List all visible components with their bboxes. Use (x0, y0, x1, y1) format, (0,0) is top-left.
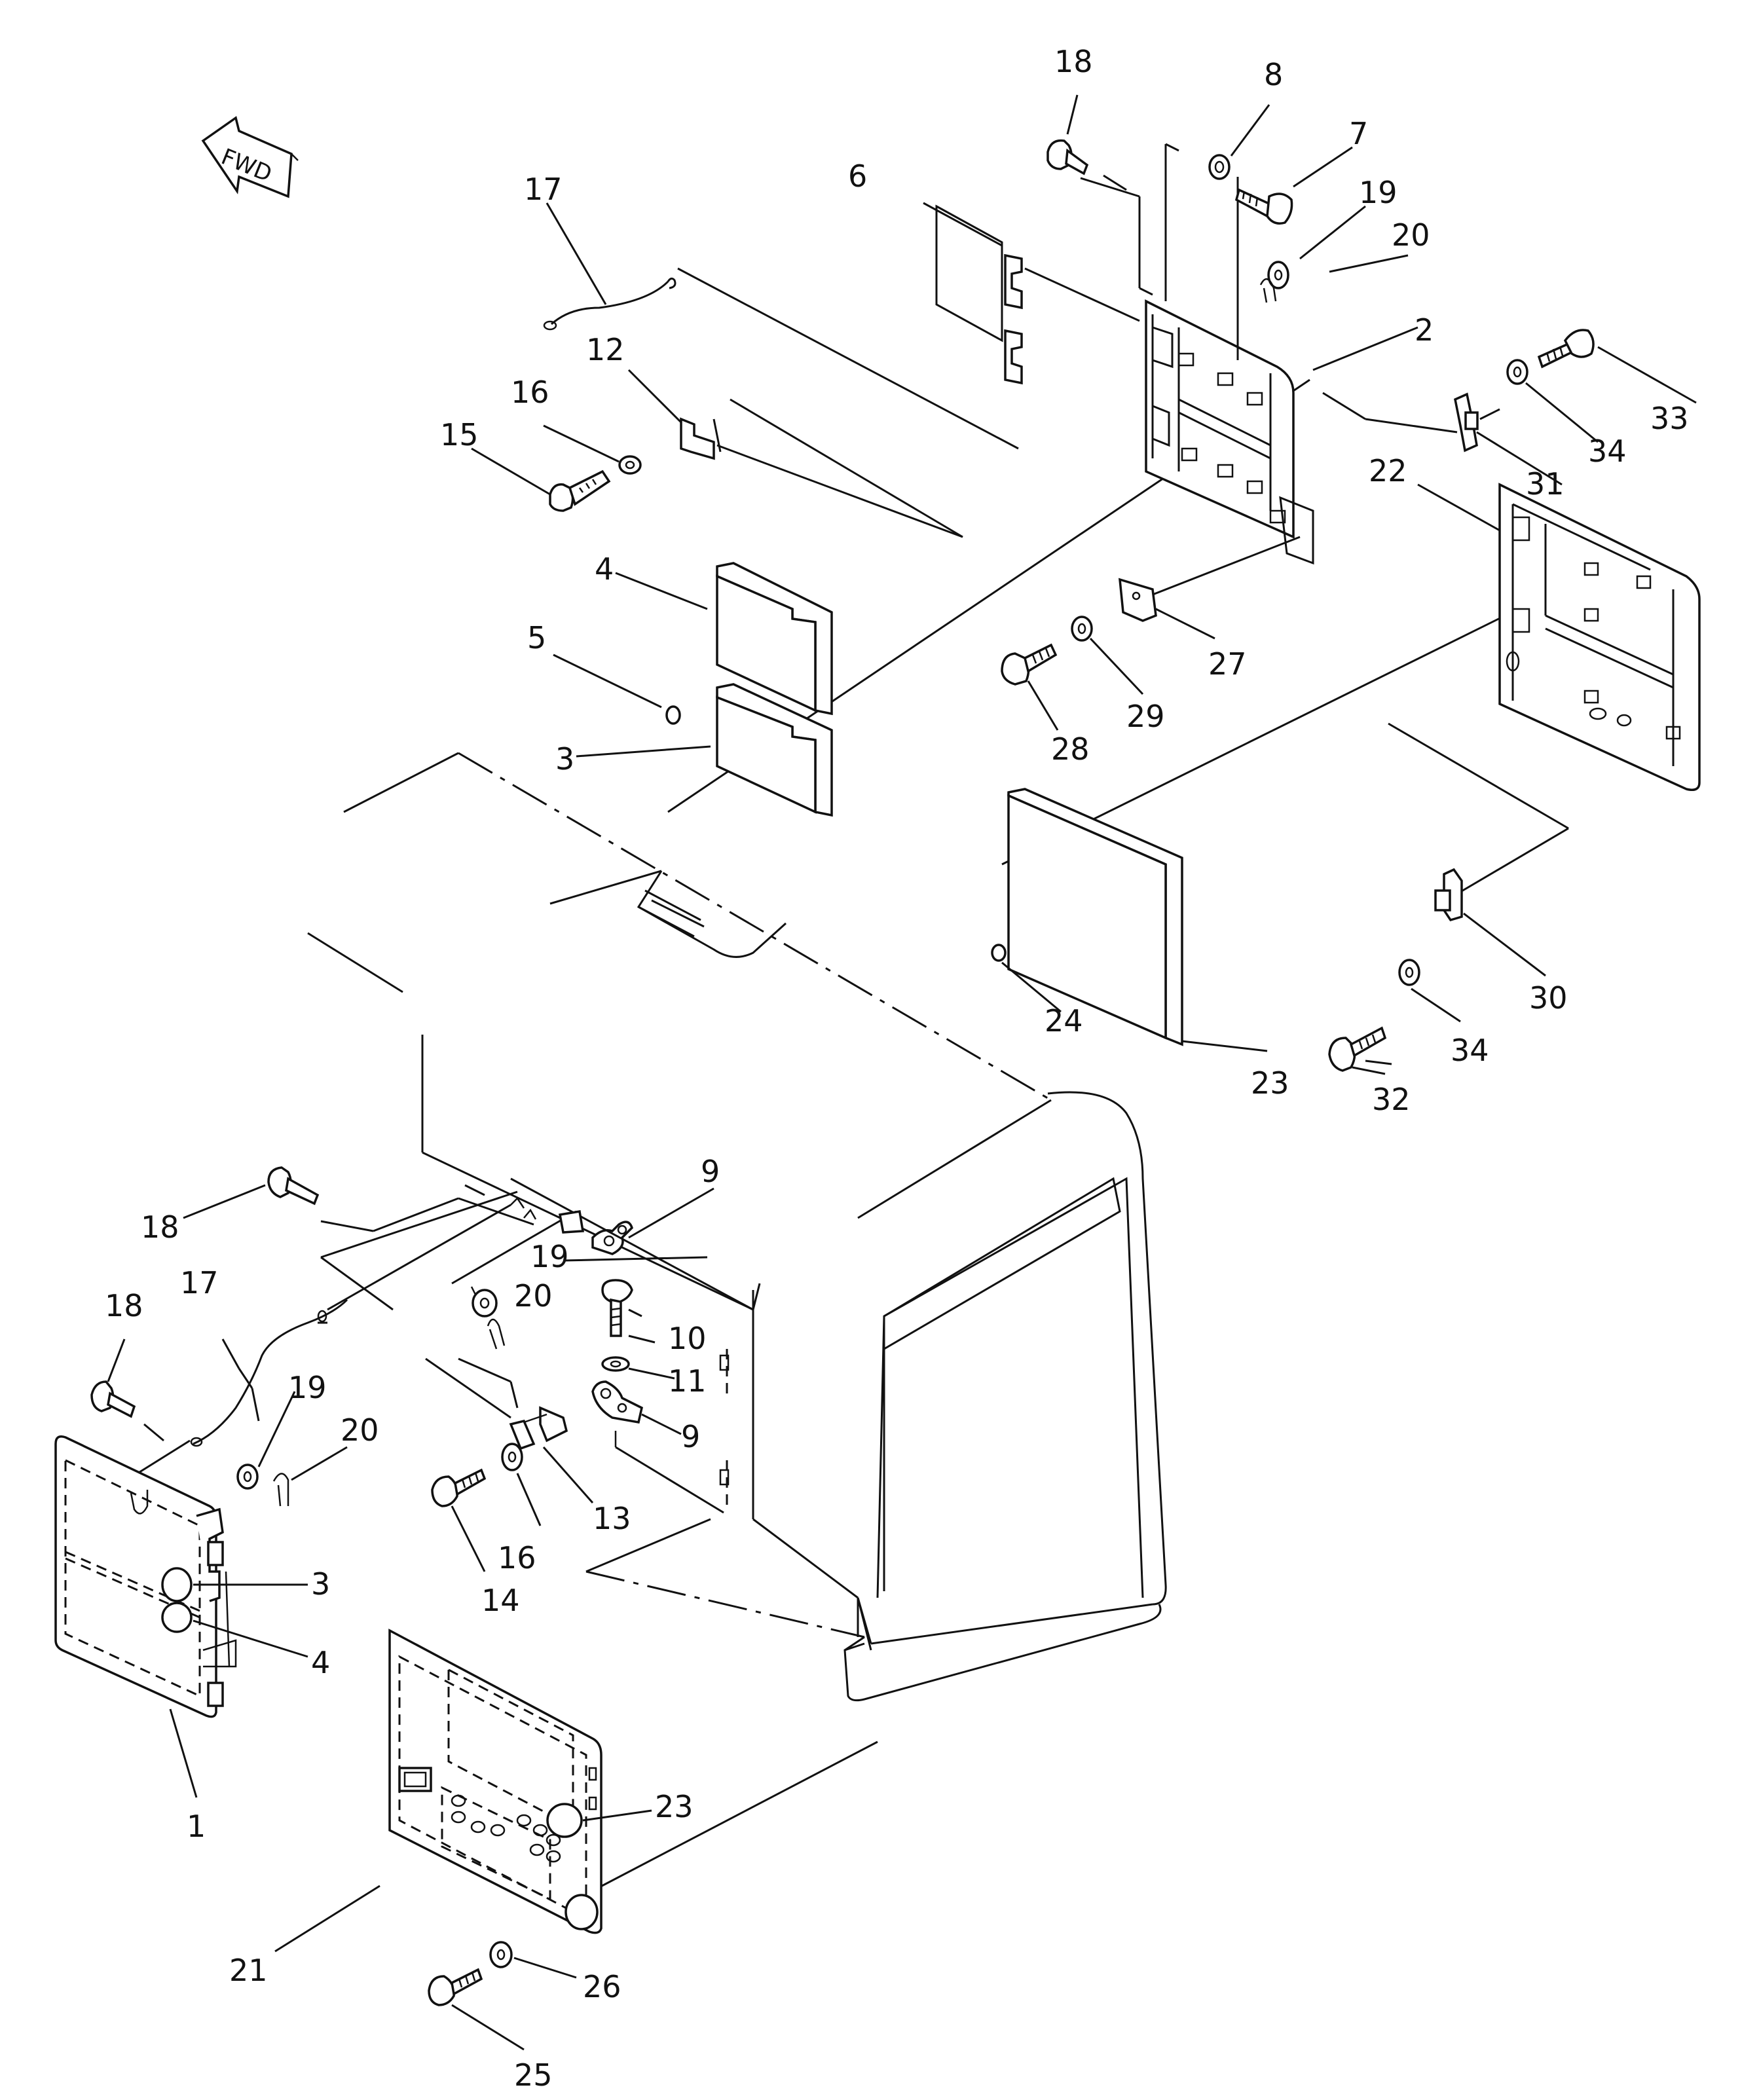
callout-26: 26 (583, 1969, 621, 2004)
callout-1: 1 (187, 1809, 206, 1844)
washer-11 (601, 1356, 630, 1372)
callout-29: 29 (1126, 699, 1165, 734)
callout-20: 20 (1392, 217, 1430, 253)
plate-27 (1118, 578, 1157, 622)
part-6-clips (935, 204, 1140, 385)
bolt-7 (1234, 188, 1293, 225)
callout-13: 13 (593, 1501, 631, 1536)
callout-28: 28 (1051, 731, 1090, 767)
door-1 (54, 1435, 237, 1718)
callout-9-lower: 9 (681, 1419, 700, 1454)
callout-19-mid: 19 (530, 1239, 569, 1274)
bolt-28 (1001, 643, 1058, 686)
bolt-15 (549, 470, 611, 512)
bracket-13 (509, 1406, 568, 1450)
callout-21: 21 (229, 1953, 268, 1988)
callout-18-left: 18 (105, 1288, 143, 1323)
callout-2: 2 (1415, 312, 1434, 348)
callout-16-lower: 16 (498, 1540, 536, 1575)
washer-29 (1071, 616, 1093, 642)
leader-lines (107, 94, 1697, 2051)
pin-20-mid (487, 1318, 506, 1350)
pin-20-top (1259, 278, 1277, 303)
callout-4-door: 4 (311, 1645, 330, 1680)
callout-31: 31 (1526, 466, 1565, 502)
callout-32: 32 (1372, 1082, 1411, 1117)
washer-34-lower (1398, 959, 1420, 986)
callout-23: 23 (1251, 1065, 1289, 1101)
bolt-18-top (1046, 139, 1127, 191)
washer-16-lower (501, 1443, 523, 1471)
panel-2-frame (1080, 143, 1458, 597)
callout-34-lower: 34 (1451, 1033, 1489, 1068)
callout-27: 27 (1208, 646, 1247, 682)
bolt-10 (601, 1279, 633, 1337)
pad-23-right (1007, 788, 1183, 1046)
fwd-arrow-icon: FWD (201, 116, 299, 198)
callout-18: 18 (1054, 44, 1093, 79)
callout-3-door: 3 (311, 1566, 330, 1602)
bolt-33 (1537, 329, 1595, 369)
main-cover-body (307, 752, 1167, 1702)
callout-19: 19 (1359, 175, 1398, 210)
callout-34: 34 (1588, 433, 1627, 469)
washer-34-upper (1506, 359, 1528, 385)
callout-10: 10 (668, 1321, 707, 1356)
callout-6: 6 (848, 158, 867, 194)
pads-3-4-5-upper (665, 562, 833, 817)
callout-24: 24 (1045, 1003, 1083, 1039)
hinge-9-lower (591, 1380, 644, 1424)
callout-7: 7 (1349, 116, 1368, 151)
callout-20-left: 20 (341, 1412, 379, 1448)
washer-24 (991, 944, 1007, 962)
callout-33: 33 (1650, 401, 1689, 436)
callout-30: 30 (1529, 980, 1568, 1016)
bolt-14 (431, 1468, 487, 1507)
callout-8: 8 (1264, 57, 1283, 92)
panel-22 (1498, 483, 1701, 791)
callout-3: 3 (555, 741, 574, 777)
callout-22: 22 (1369, 453, 1407, 488)
callout-17: 17 (524, 172, 563, 207)
door-21 (388, 1629, 602, 1934)
part-12-bracket (618, 398, 963, 538)
washer-19-mid (472, 1289, 498, 1317)
lower-reference-lines (320, 1177, 754, 1419)
washer-8 (1208, 154, 1231, 180)
callout-4: 4 (595, 551, 614, 587)
callout-16: 16 (511, 375, 549, 410)
washer-26 (489, 1941, 513, 1968)
callout-14: 14 (481, 1583, 520, 1618)
callout-labels: 18 8 7 6 17 19 20 2 33 12 16 15 34 31 22… (105, 44, 1689, 2093)
latch-30 (1434, 868, 1463, 922)
washer-19-left (236, 1464, 259, 1490)
callout-5: 5 (527, 620, 546, 655)
callout-18-mid: 18 (141, 1209, 179, 1245)
bolt-18-mid (267, 1166, 320, 1206)
bolt-32 (1328, 1026, 1387, 1072)
bracket-31 (1454, 392, 1500, 452)
bolt-18-left (90, 1380, 164, 1442)
bolt-25 (428, 1968, 483, 2006)
pads-3-4-door (161, 1567, 193, 1633)
cable-17-lower (193, 1299, 348, 1445)
callout-23-lower: 23 (655, 1789, 694, 1824)
callout-12: 12 (586, 332, 625, 367)
pin-20-left (272, 1473, 289, 1507)
callout-20-mid: 20 (514, 1278, 553, 1314)
callout-19-left: 19 (288, 1370, 327, 1405)
callout-11: 11 (668, 1363, 707, 1399)
washer-19-top (1267, 261, 1289, 289)
hinge-9-upper (591, 1221, 634, 1255)
callout-9: 9 (701, 1154, 720, 1189)
cable-17-upper (551, 277, 676, 325)
callout-17-lower: 17 (180, 1265, 219, 1300)
callout-15: 15 (440, 417, 479, 452)
callout-25: 25 (514, 2057, 553, 2093)
